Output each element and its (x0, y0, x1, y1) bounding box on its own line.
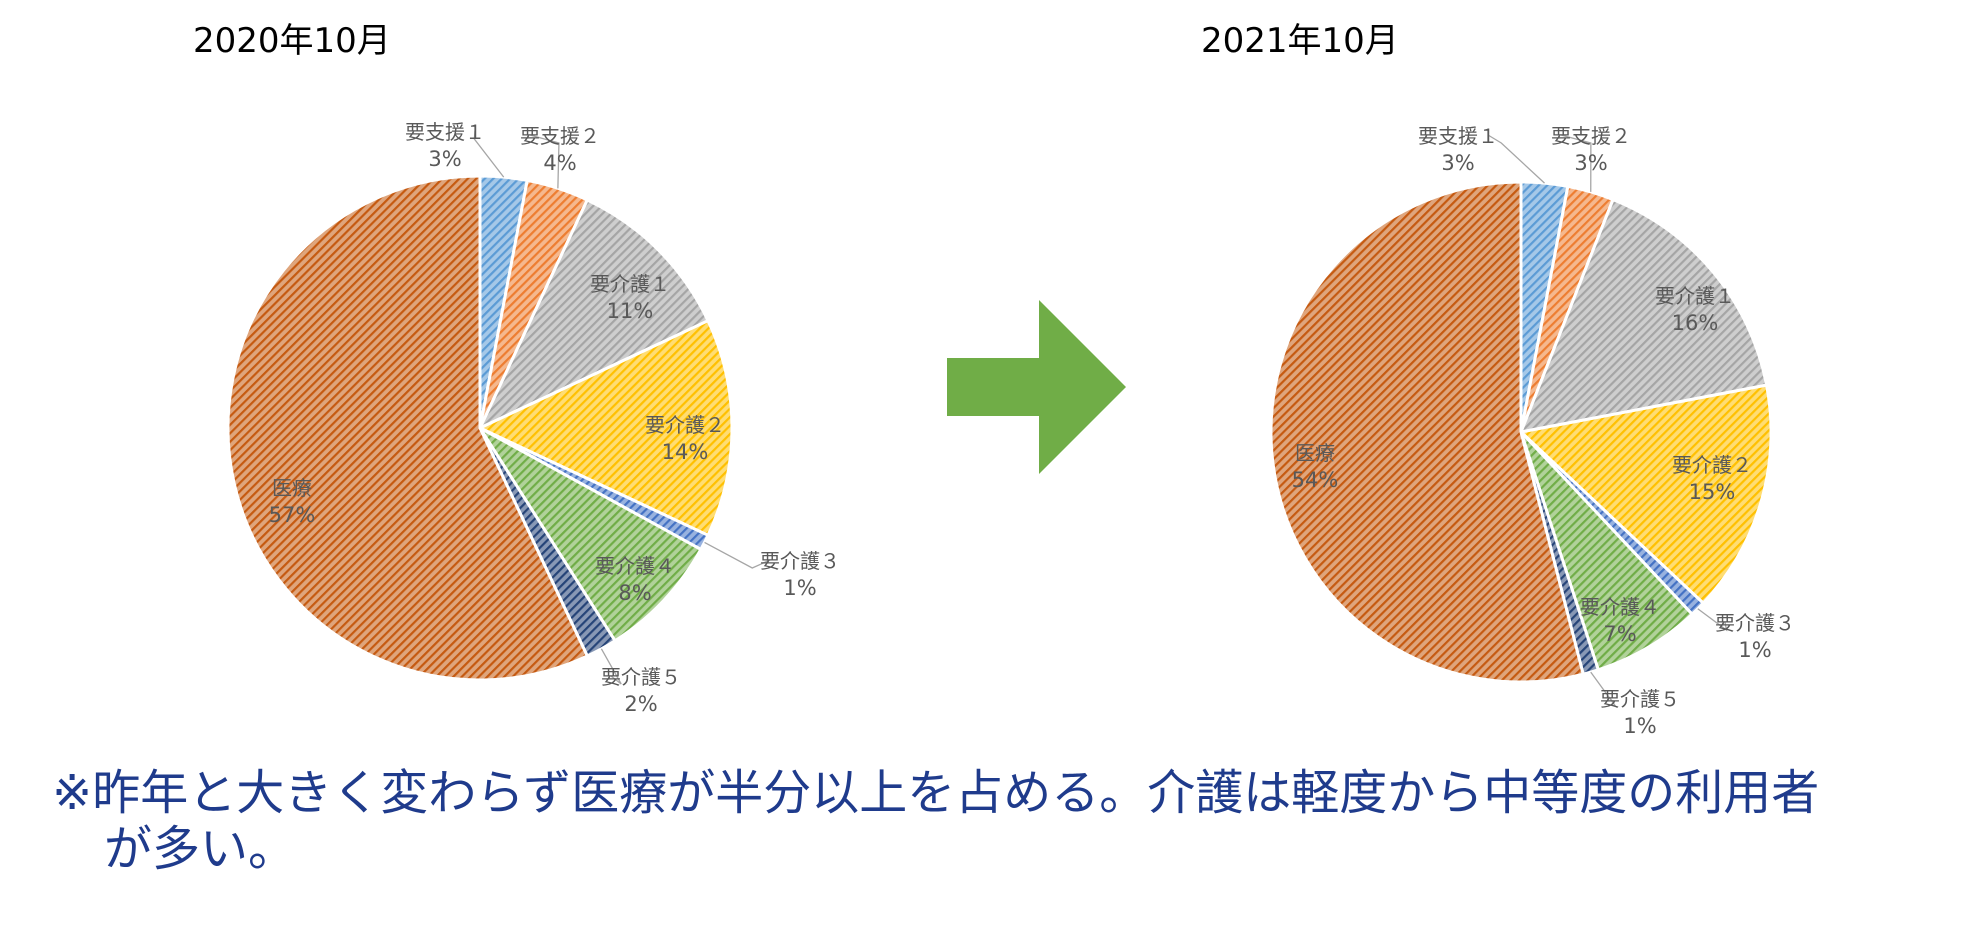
slice-percent-label-youshien2: 3% (1574, 151, 1607, 175)
pie-slice-kaigo2 (1517, 383, 1773, 606)
pie-slices-2021 (1269, 180, 1773, 684)
slice-category-label-kaigo3: 要介護３ (760, 549, 840, 573)
leader-line-kaigo3 (704, 541, 771, 569)
slice-category-label-youshien2: 要支援２ (1551, 124, 1631, 148)
summary-note-line-1: ※昨年と大きく変わらず医療が半分以上を占める。介護は軽度から中等度の利用者 (52, 765, 1820, 821)
slice-category-label-kaigo3: 要介護３ (1715, 611, 1795, 635)
slice-percent-label-kaigo5: 1% (1623, 714, 1656, 738)
slice-category-label-youshien1: 要支援１ (405, 120, 485, 144)
data-labels-2021: 要支援１ 3% 要支援２ 3% 要介護１ 16% 要介護２ 15% 要介護３ 1% 要介護４ 7% 要介… (1292, 124, 1795, 738)
slice-percent-label-kaigo1: 16% (1672, 311, 1719, 335)
chart-title-2021: 2021年10月 (1201, 21, 1399, 61)
leader-lines-2020 (473, 130, 771, 685)
slice-percent-label-kaigo3: 1% (783, 576, 816, 600)
right-arrow-icon (947, 300, 1126, 474)
slice-percent-label-kaigo3: 1% (1738, 638, 1771, 662)
slice-category-label-kaigo2: 要介護２ (1672, 453, 1752, 477)
summary-note: ※昨年と大きく変わらず医療が半分以上を占める。介護は軽度から中等度の利用者 が多… (52, 765, 1932, 877)
slice-percent-label-iryou: 54% (1292, 468, 1339, 492)
pie-slice-kaigo2 (476, 318, 734, 538)
slice-percent-label-kaigo4: 8% (618, 581, 651, 605)
slice-percent-label-iryou: 57% (269, 503, 316, 527)
slice-category-label-kaigo2: 要介護２ (645, 413, 725, 437)
pie-slice-kaigo4 (478, 426, 703, 643)
slice-category-label-kaigo1: 要介護１ (590, 272, 670, 296)
pie-slice-iryou (1269, 180, 1585, 684)
leader-line-youshien1 (1487, 134, 1545, 184)
slice-category-label-kaigo5: 要介護５ (601, 665, 681, 689)
leader-line-kaigo5 (600, 648, 622, 685)
slice-percent-label-youshien1: 3% (428, 147, 461, 171)
slice-percent-label-kaigo2: 14% (662, 440, 709, 464)
pie-chart-2021: 2021年10月 要支援１ 3% 要支援２ 3% 要介護１ 16% 要介護２ 15% 要介護３ 1… (1201, 21, 1795, 738)
pie-slice-kaigo1 (1518, 197, 1769, 434)
slice-percent-label-youshien2: 4% (543, 151, 576, 175)
leader-line-youshien2 (529, 134, 560, 189)
slice-percent-label-kaigo1: 11% (607, 299, 654, 323)
chart-title-2020: 2020年10月 (193, 21, 391, 61)
slice-category-label-iryou: 医療 (272, 476, 312, 500)
pie-slice-kaigo1 (476, 197, 711, 432)
leader-line-kaigo3 (1697, 608, 1728, 632)
leader-line-youshien2 (1560, 134, 1592, 192)
data-labels-2020: 要支援１ 3% 要支援２ 4% 要介護１ 11% 要介護２ 14% 要介護３ 1% 要介護４ 8% 要介… (269, 120, 840, 716)
slice-category-label-kaigo1: 要介護１ (1655, 284, 1735, 308)
summary-note-line-2: が多い。 (104, 821, 297, 877)
slice-category-label-kaigo5: 要介護５ (1600, 687, 1680, 711)
slice-percent-label-kaigo2: 15% (1689, 480, 1736, 504)
slice-category-label-youshien2: 要支援２ (520, 124, 600, 148)
pie-chart-2020: 2020年10月 要支援１ 3% 要支援２ 4% 要介護１ 11% 要介護２ 14% 要介護３ 1… (193, 21, 840, 716)
slice-category-label-youshien1: 要支援１ (1418, 124, 1498, 148)
pie-slices-2020 (226, 174, 734, 682)
pie-slice-iryou (226, 174, 590, 682)
leader-line-youshien1 (473, 130, 505, 178)
slice-category-label-kaigo4: 要介護４ (1580, 595, 1660, 619)
pie-slice-kaigo4 (1519, 430, 1695, 672)
slice-category-label-iryou: 医療 (1295, 441, 1335, 465)
slice-category-label-kaigo4: 要介護４ (595, 554, 675, 578)
slice-percent-label-kaigo4: 7% (1603, 622, 1636, 646)
slice-percent-label-youshien1: 3% (1441, 151, 1474, 175)
leader-line-kaigo5 (1590, 671, 1616, 707)
leader-lines-2021 (1487, 134, 1728, 707)
slice-percent-label-kaigo5: 2% (624, 692, 657, 716)
